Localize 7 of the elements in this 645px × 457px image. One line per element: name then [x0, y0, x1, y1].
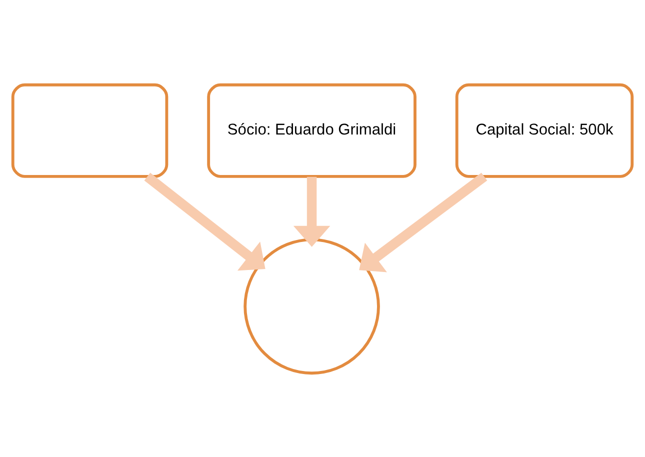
arrow	[293, 176, 330, 246]
node-box: Capital Social: 500k	[455, 82, 634, 178]
arrow	[144, 172, 266, 270]
node-box	[11, 82, 168, 178]
node-box: Sócio: Eduardo Grimaldi	[207, 82, 416, 178]
arrow	[359, 172, 488, 272]
node-circle	[244, 238, 380, 374]
